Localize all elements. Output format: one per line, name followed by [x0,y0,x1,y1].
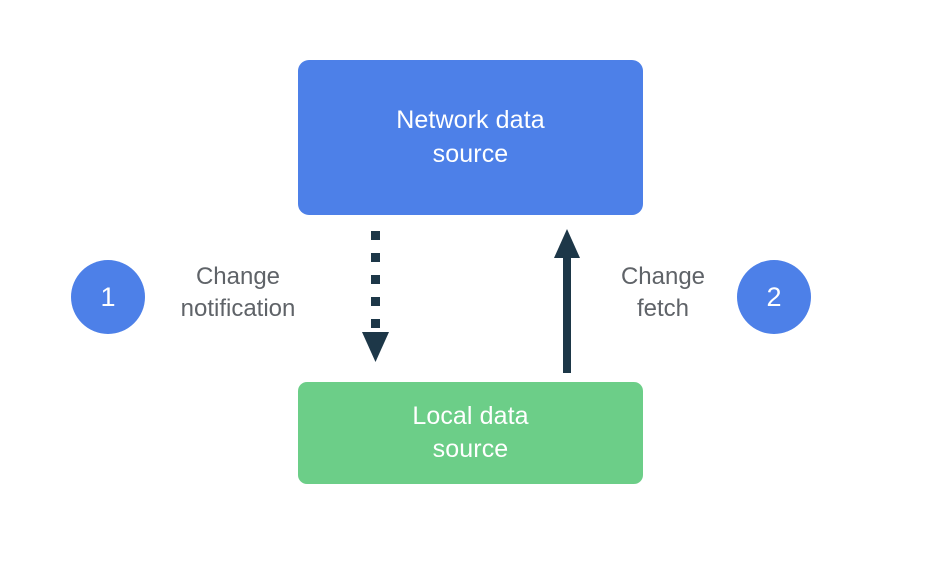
dotted-arrow-dot [371,319,380,328]
arrowhead-up-icon [554,229,580,258]
dotted-arrow-dot [371,253,380,262]
dotted-arrow-dot [371,297,380,306]
edge-label-change-fetch: Change fetch [620,263,706,322]
dotted-arrow-dot [371,275,380,284]
change-notification-arrow [362,231,389,362]
dotted-arrow-dot [371,231,380,240]
edge-label-change-notification: Change notification [180,263,296,322]
step-badge-2[interactable]: 2 [737,260,811,334]
change-fetch-arrow [554,229,580,373]
arrowhead-down-icon [362,332,389,362]
node-network-label: Network data source [396,106,545,168]
node-local-label: Local data source [412,401,529,464]
node-network-data-source[interactable]: Network data source [298,60,643,215]
step-badge-1[interactable]: 1 [71,260,145,334]
step-badge-2-number: 2 [766,281,782,312]
arrow-shaft [563,256,571,373]
node-local-data-source[interactable]: Local data source [298,382,643,484]
step-badge-1-number: 1 [100,281,116,312]
